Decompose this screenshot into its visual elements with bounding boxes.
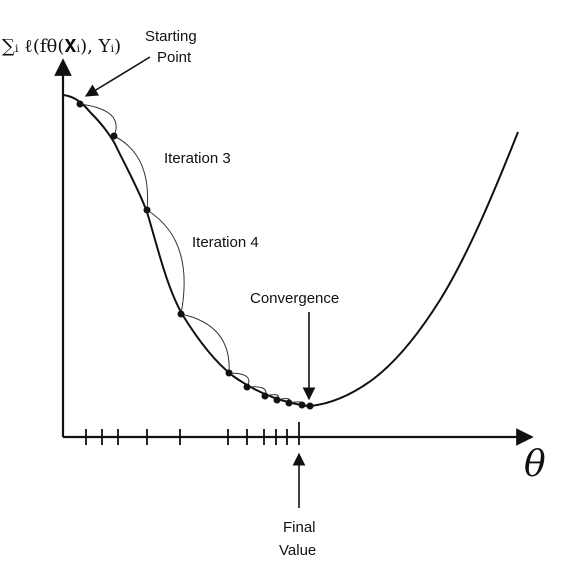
iteration-point	[261, 392, 269, 400]
iteration-point	[298, 401, 306, 409]
final-value-label-line1: Final	[283, 519, 316, 536]
step-arc	[146, 209, 185, 315]
iteration-point	[143, 206, 151, 214]
step-arc	[180, 313, 230, 374]
iteration-point	[243, 383, 251, 391]
iteration-point	[225, 369, 233, 377]
loss-curve	[62, 94, 519, 408]
starting-point-arrow	[84, 56, 151, 97]
step-arc	[113, 135, 149, 211]
starting-point-label-line2: Point	[157, 49, 192, 66]
step-arc	[79, 103, 117, 137]
iteration-point	[306, 402, 314, 410]
final-value-label-line2: Value	[279, 542, 316, 559]
x-axis-ticks	[85, 422, 300, 445]
iteration-3-label: Iteration 3	[164, 150, 231, 167]
iteration-points	[76, 100, 314, 410]
y-axis-label: ∑ᵢ ℓ(fθ(𝐗ᵢ), Yᵢ)	[2, 36, 121, 57]
iteration-point	[285, 399, 293, 407]
iteration-4-label: Iteration 4	[192, 234, 259, 251]
starting-point-label-line1: Starting	[145, 28, 197, 45]
iteration-point	[273, 396, 281, 404]
iteration-point	[110, 132, 118, 140]
convergence-label: Convergence	[250, 290, 339, 307]
iteration-point	[76, 100, 84, 108]
iteration-point	[177, 310, 185, 318]
x-axis-label: θ	[524, 444, 546, 485]
